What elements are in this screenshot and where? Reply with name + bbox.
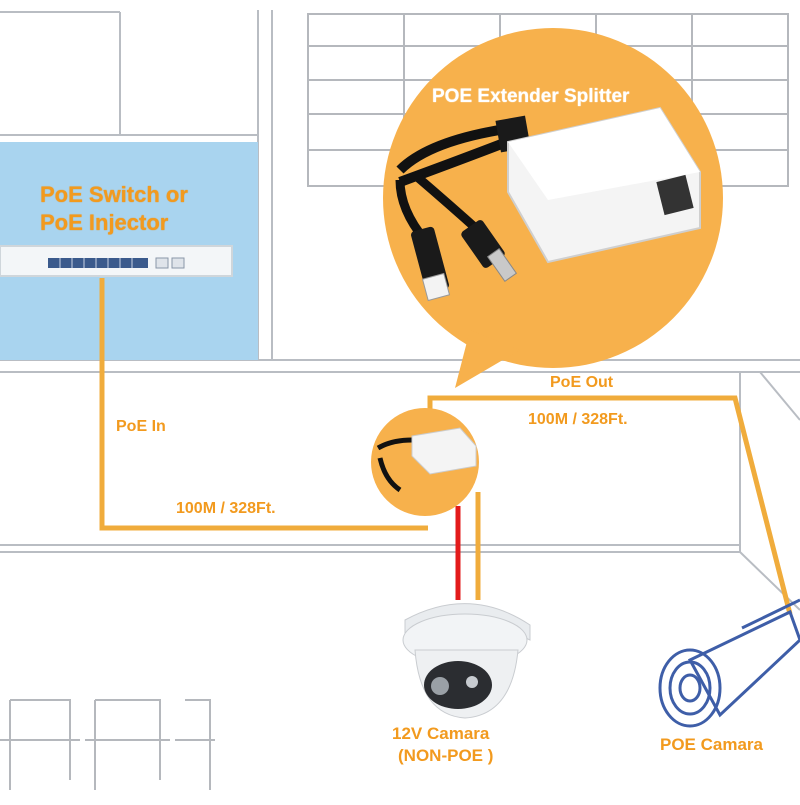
splitter-title: POE Extender Splitter <box>432 86 630 107</box>
chairs <box>0 699 215 790</box>
distance-right-label: 100M / 328Ft. <box>528 411 628 428</box>
switch-label-line2: PoE Injector <box>40 210 169 235</box>
splitter-callout <box>383 28 723 388</box>
splitter-large-illustration <box>395 106 701 302</box>
poe-out-label: PoE Out <box>550 374 614 391</box>
camera-12v-label-line1: 12V Camara <box>392 724 490 743</box>
poe-camera-icon <box>658 598 800 728</box>
switch-panel <box>0 142 258 360</box>
switch-ports <box>48 257 185 269</box>
splitter-small <box>371 408 479 516</box>
poe-in-label: PoE In <box>116 418 166 435</box>
switch-label-line1: PoE Switch or <box>40 182 188 207</box>
poe-camera-label: POE Camara <box>660 735 763 754</box>
dome-camera-icon <box>402 603 531 719</box>
camera-12v-label-line2: (NON-POE ) <box>398 746 494 765</box>
distance-left-label: 100M / 328Ft. <box>176 500 276 517</box>
